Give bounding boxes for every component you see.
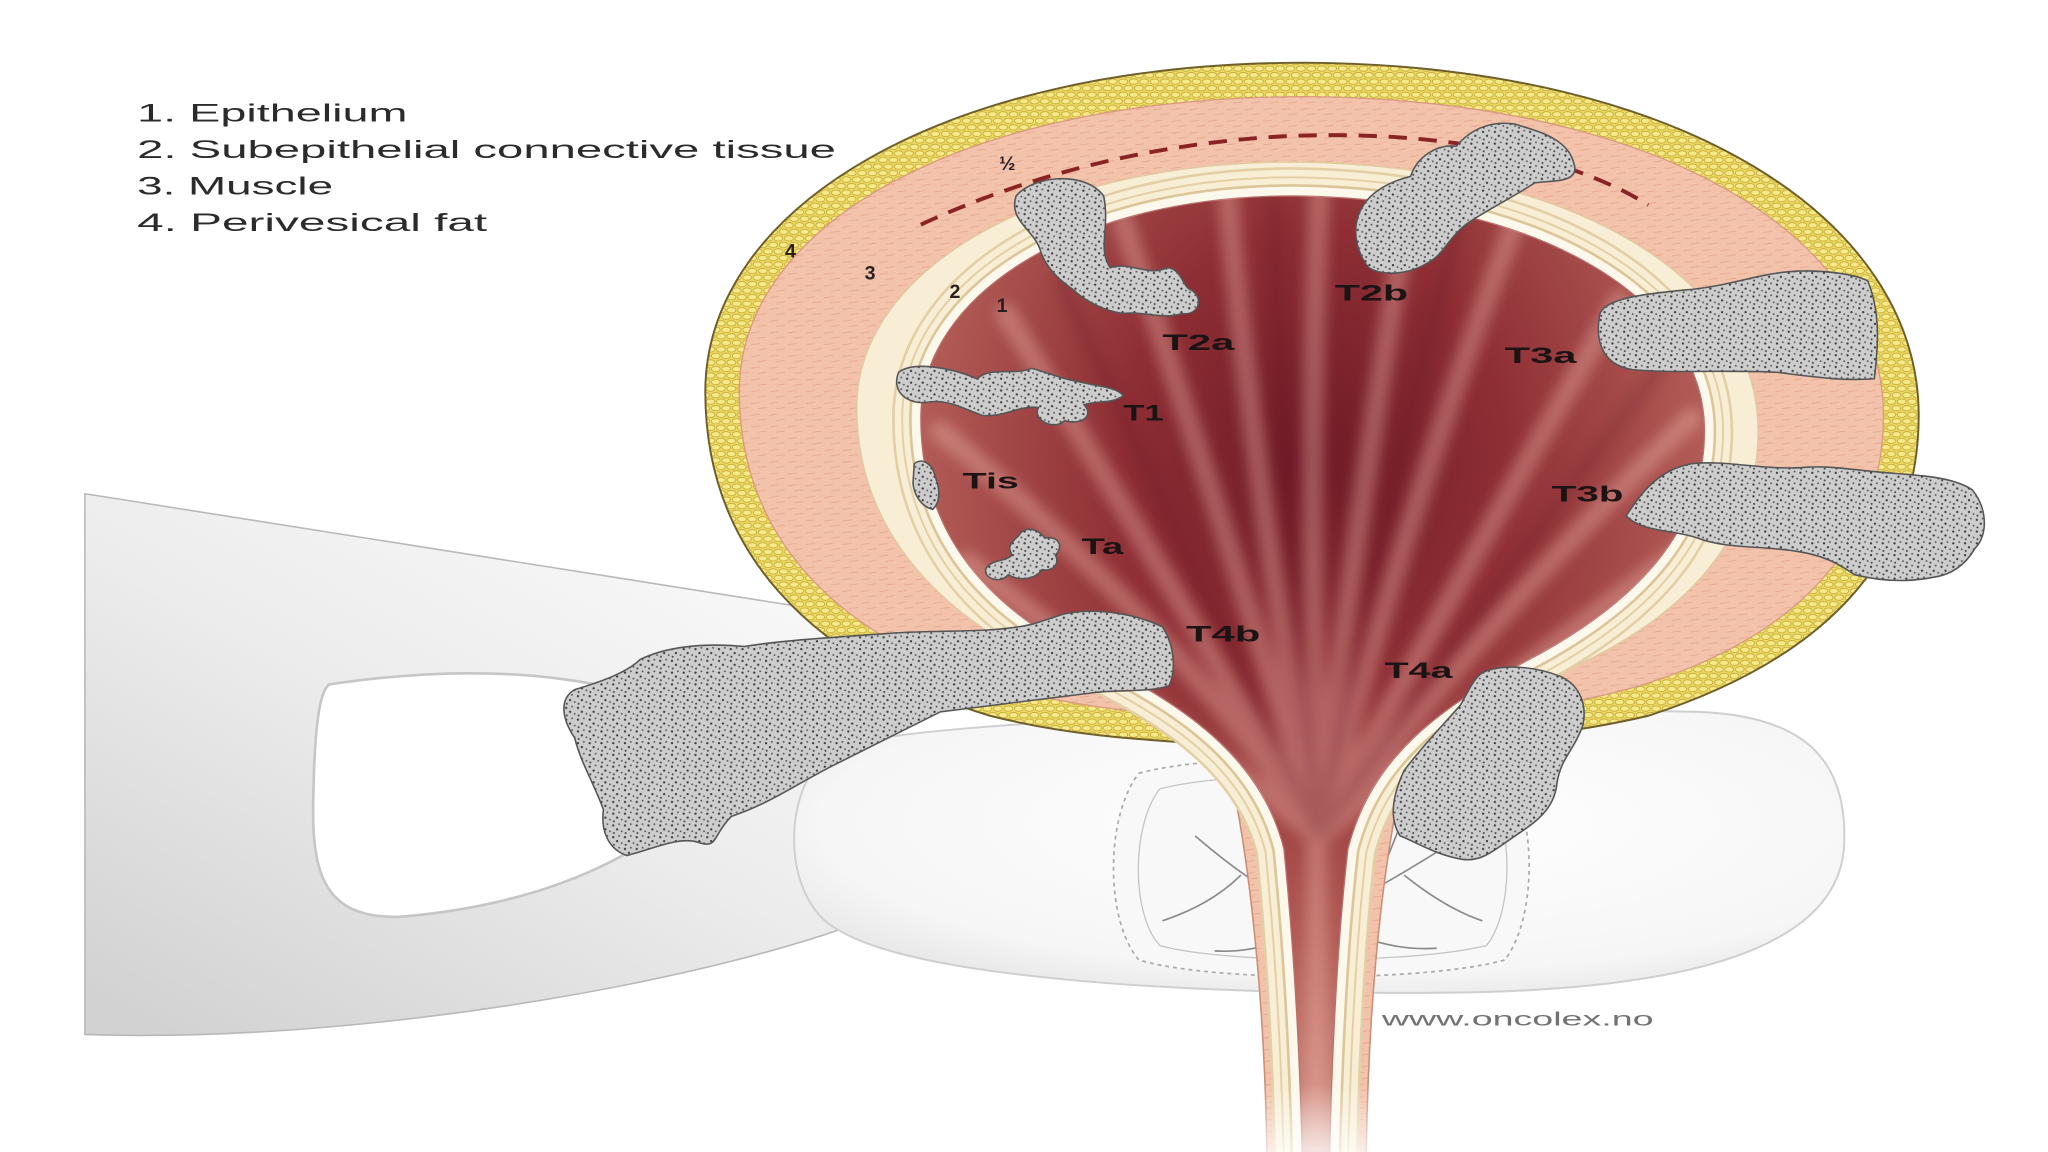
muscle-half-depth-line (919, 133, 1650, 227)
tumor-t3b (1625, 462, 1986, 582)
bottom-fade (0, 1084, 2048, 1152)
legend: 1. Epithelium 2. Subepithelial connectiv… (137, 100, 836, 237)
layer-number-muscle: 3 (865, 263, 876, 285)
tumor-t2b (1354, 122, 1576, 274)
legend-item-connective-tissue: 2. Subepithelial connective tissue (137, 137, 836, 164)
tumor-t3a (1597, 270, 1879, 381)
label-ta: Ta (1081, 534, 1124, 559)
layer-number-fat: 4 (785, 240, 796, 262)
tumor-tis (912, 460, 940, 511)
label-tis: Tis (963, 468, 1019, 493)
label-t4b: T4b (1186, 621, 1260, 646)
source-watermark: www.oncolex.no (1380, 1008, 1654, 1030)
layer-number-epithelium: 1 (997, 295, 1008, 317)
obturator-foramen (311, 671, 740, 919)
tumor-t4b (563, 610, 1175, 857)
label-t3b: T3b (1552, 482, 1624, 507)
tumor-ta (984, 528, 1061, 581)
legend-item-perivesical-fat: 4. Perivesical fat (137, 210, 487, 237)
layer-number-connective-tissue: 2 (950, 281, 961, 303)
tumor-t4a (1392, 666, 1585, 861)
legend-item-epithelium: 1. Epithelium (137, 100, 407, 127)
muscle-half-depth-label: ½ (999, 153, 1015, 175)
legend-item-muscle: 3. Muscle (137, 174, 333, 201)
label-t3a: T3a (1505, 343, 1578, 368)
label-t4a: T4a (1384, 658, 1453, 683)
label-t1: T1 (1123, 401, 1163, 426)
label-t2b: T2b (1335, 280, 1408, 305)
label-t2a: T2a (1162, 330, 1235, 355)
tumor-t1 (896, 365, 1125, 426)
tumor-t2a (1013, 177, 1200, 317)
